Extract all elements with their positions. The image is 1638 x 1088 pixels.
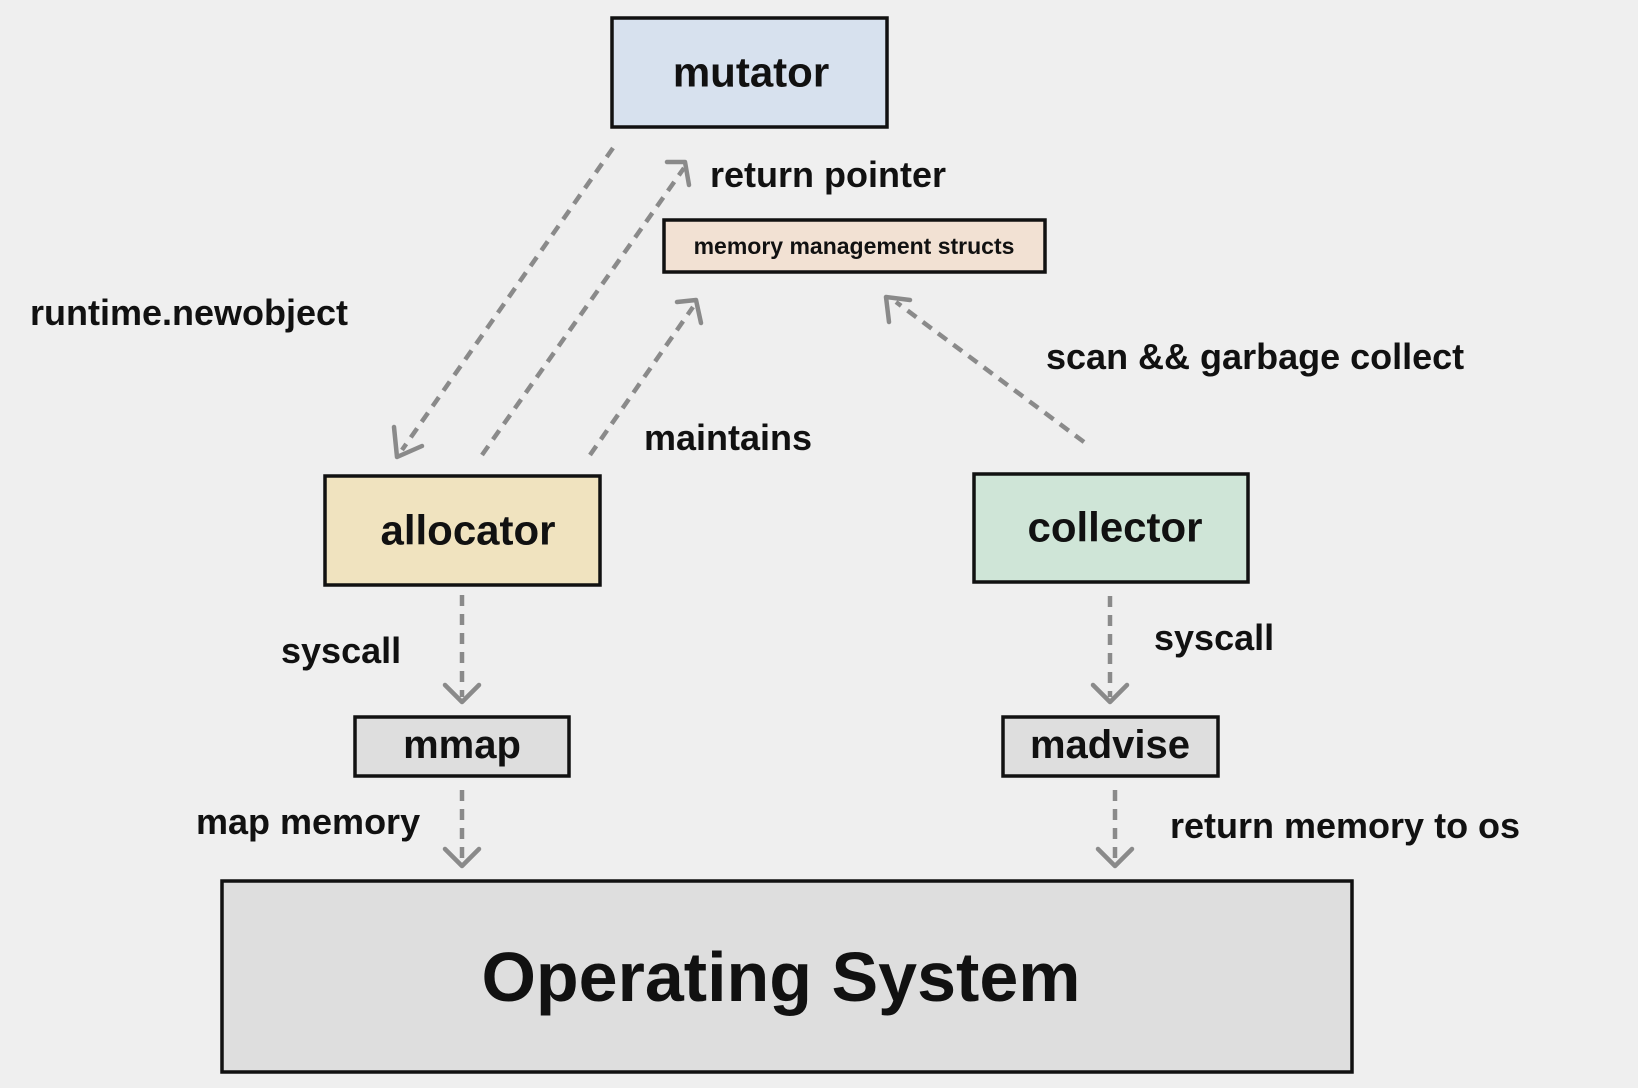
arrow-mmap-to-os: [442, 790, 482, 869]
runtime-newobject-label: runtime.newobject: [30, 292, 348, 333]
operating-system-node: Operating System: [220, 879, 1354, 1074]
madvise-label: madvise: [1030, 723, 1190, 767]
arrow-collector-scan: [883, 294, 1086, 444]
mutator-label: mutator: [673, 49, 829, 96]
arrow-collector-to-madvise: [1090, 596, 1130, 705]
memory-structs-node: memory management structs: [662, 218, 1047, 274]
map-memory-label: map memory: [196, 801, 420, 842]
mmap-box: [353, 715, 571, 778]
mmap-label: mmap: [403, 723, 521, 767]
allocator-label: allocator: [380, 507, 555, 554]
arrow-allocator-maintains: [588, 297, 704, 457]
operating-system-label: Operating System: [481, 938, 1080, 1016]
mmap-node: mmap: [353, 715, 571, 778]
collector-box: [972, 472, 1250, 584]
allocator-box: [323, 474, 602, 587]
operating-system-box: [220, 879, 1354, 1074]
arrow-mutator-to-allocator: [391, 146, 615, 460]
maintains-label: maintains: [644, 417, 812, 458]
arrow-madvise-to-os: [1095, 790, 1135, 869]
madvise-box: [1001, 715, 1220, 778]
syscall-right-label: syscall: [1154, 617, 1274, 658]
collector-node: collector: [972, 472, 1250, 584]
memory-structs-label: memory management structs: [694, 233, 1015, 259]
return-memory-label: return memory to os: [1170, 805, 1520, 846]
collector-label: collector: [1027, 504, 1202, 551]
arrow-allocator-return-pointer: [480, 159, 692, 457]
arrow-allocator-to-mmap: [442, 595, 482, 705]
memory-structs-box: [662, 218, 1047, 274]
mutator-box: [610, 16, 889, 129]
madvise-node: madvise: [1001, 715, 1220, 778]
mutator-node: mutator: [610, 16, 889, 129]
scan-gc-label: scan && garbage collect: [1046, 336, 1464, 377]
allocator-node: allocator: [323, 474, 602, 587]
return-pointer-label: return pointer: [710, 154, 946, 195]
syscall-left-label: syscall: [281, 630, 401, 671]
